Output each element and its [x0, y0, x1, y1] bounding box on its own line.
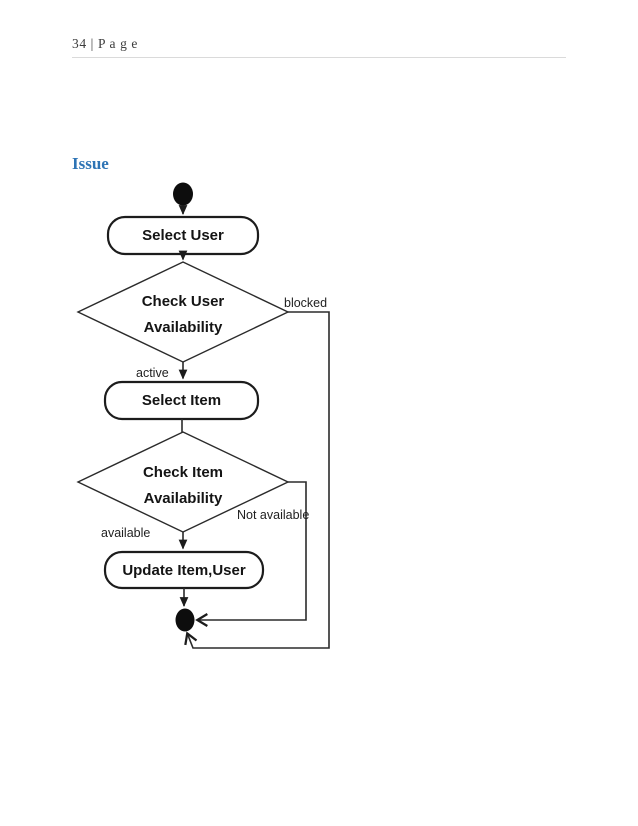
edge-blocked-path: [184, 311, 330, 649]
end-node: [175, 608, 195, 632]
decision-check-item-line2: Availability: [143, 490, 223, 507]
activity-select-item-label: Select Item: [141, 392, 222, 409]
edge-label-not-available: Not available: [237, 508, 310, 522]
edge-not-available-path: [195, 481, 307, 627]
decision-check-user-label: Check User Availability: [78, 269, 288, 361]
decision-check-item-label: Check Item Availability: [78, 442, 288, 530]
activity-update-item-user-label: Update Item,User: [122, 561, 246, 579]
edge-label-available: available: [101, 526, 151, 540]
page-header: 34 | P a g e: [72, 36, 566, 58]
edge-label-active: active: [136, 366, 169, 380]
page-number-text: 34 | P a g e: [72, 36, 139, 51]
edge-label-blocked: blocked: [284, 296, 328, 310]
start-node: [173, 182, 193, 206]
decision-check-user-line1: Check User: [141, 293, 225, 310]
activity-select-user-label: Select User: [142, 227, 224, 244]
decision-check-user-line2: Availability: [143, 319, 223, 336]
decision-check-item-line1: Check Item: [142, 464, 224, 481]
section-heading: Issue: [72, 154, 109, 173]
